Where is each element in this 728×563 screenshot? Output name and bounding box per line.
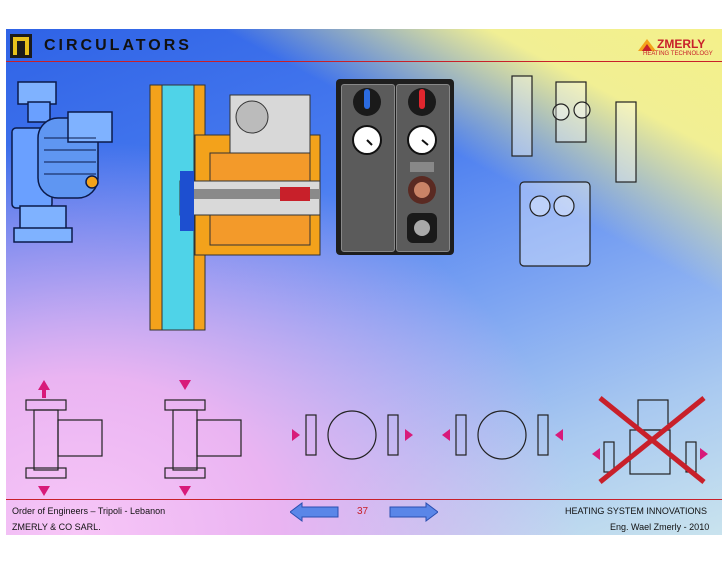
pump-orientation-1 — [25, 380, 103, 496]
control-panel-details — [352, 88, 437, 243]
header-bar — [6, 29, 722, 62]
page-title: CIRCULATORS — [44, 37, 192, 54]
footer-left-line2: ZMERLY & CO SARL. — [12, 522, 101, 532]
pump-orientation-4 — [442, 410, 563, 460]
brand-tagline: HEATING TECHNOLOGY — [643, 51, 713, 57]
cross-mark-icon — [598, 396, 706, 484]
footer-right-line1: HEATING SYSTEM INNOVATIONS — [565, 506, 708, 516]
brand-logo-icon — [638, 39, 656, 51]
logo-mark — [10, 34, 32, 58]
footer-left-line1: Order of Engineers – Tripoli - Lebanon — [12, 506, 166, 516]
brand-name: ZMERLY — [657, 37, 706, 51]
footer-right-line2: Eng. Wael Zmerly - 2010 — [610, 522, 710, 532]
pump-orientation-3 — [292, 410, 413, 460]
valve-group-drawing — [511, 75, 637, 267]
footer-divider — [6, 499, 722, 500]
page-number: 37 — [357, 506, 369, 517]
prev-arrow-icon[interactable] — [290, 502, 340, 522]
pump-cutaway-drawing — [149, 84, 321, 331]
next-arrow-icon[interactable] — [388, 502, 438, 522]
pump-orientation-2 — [164, 380, 242, 496]
pump-drawing-left — [11, 81, 113, 243]
